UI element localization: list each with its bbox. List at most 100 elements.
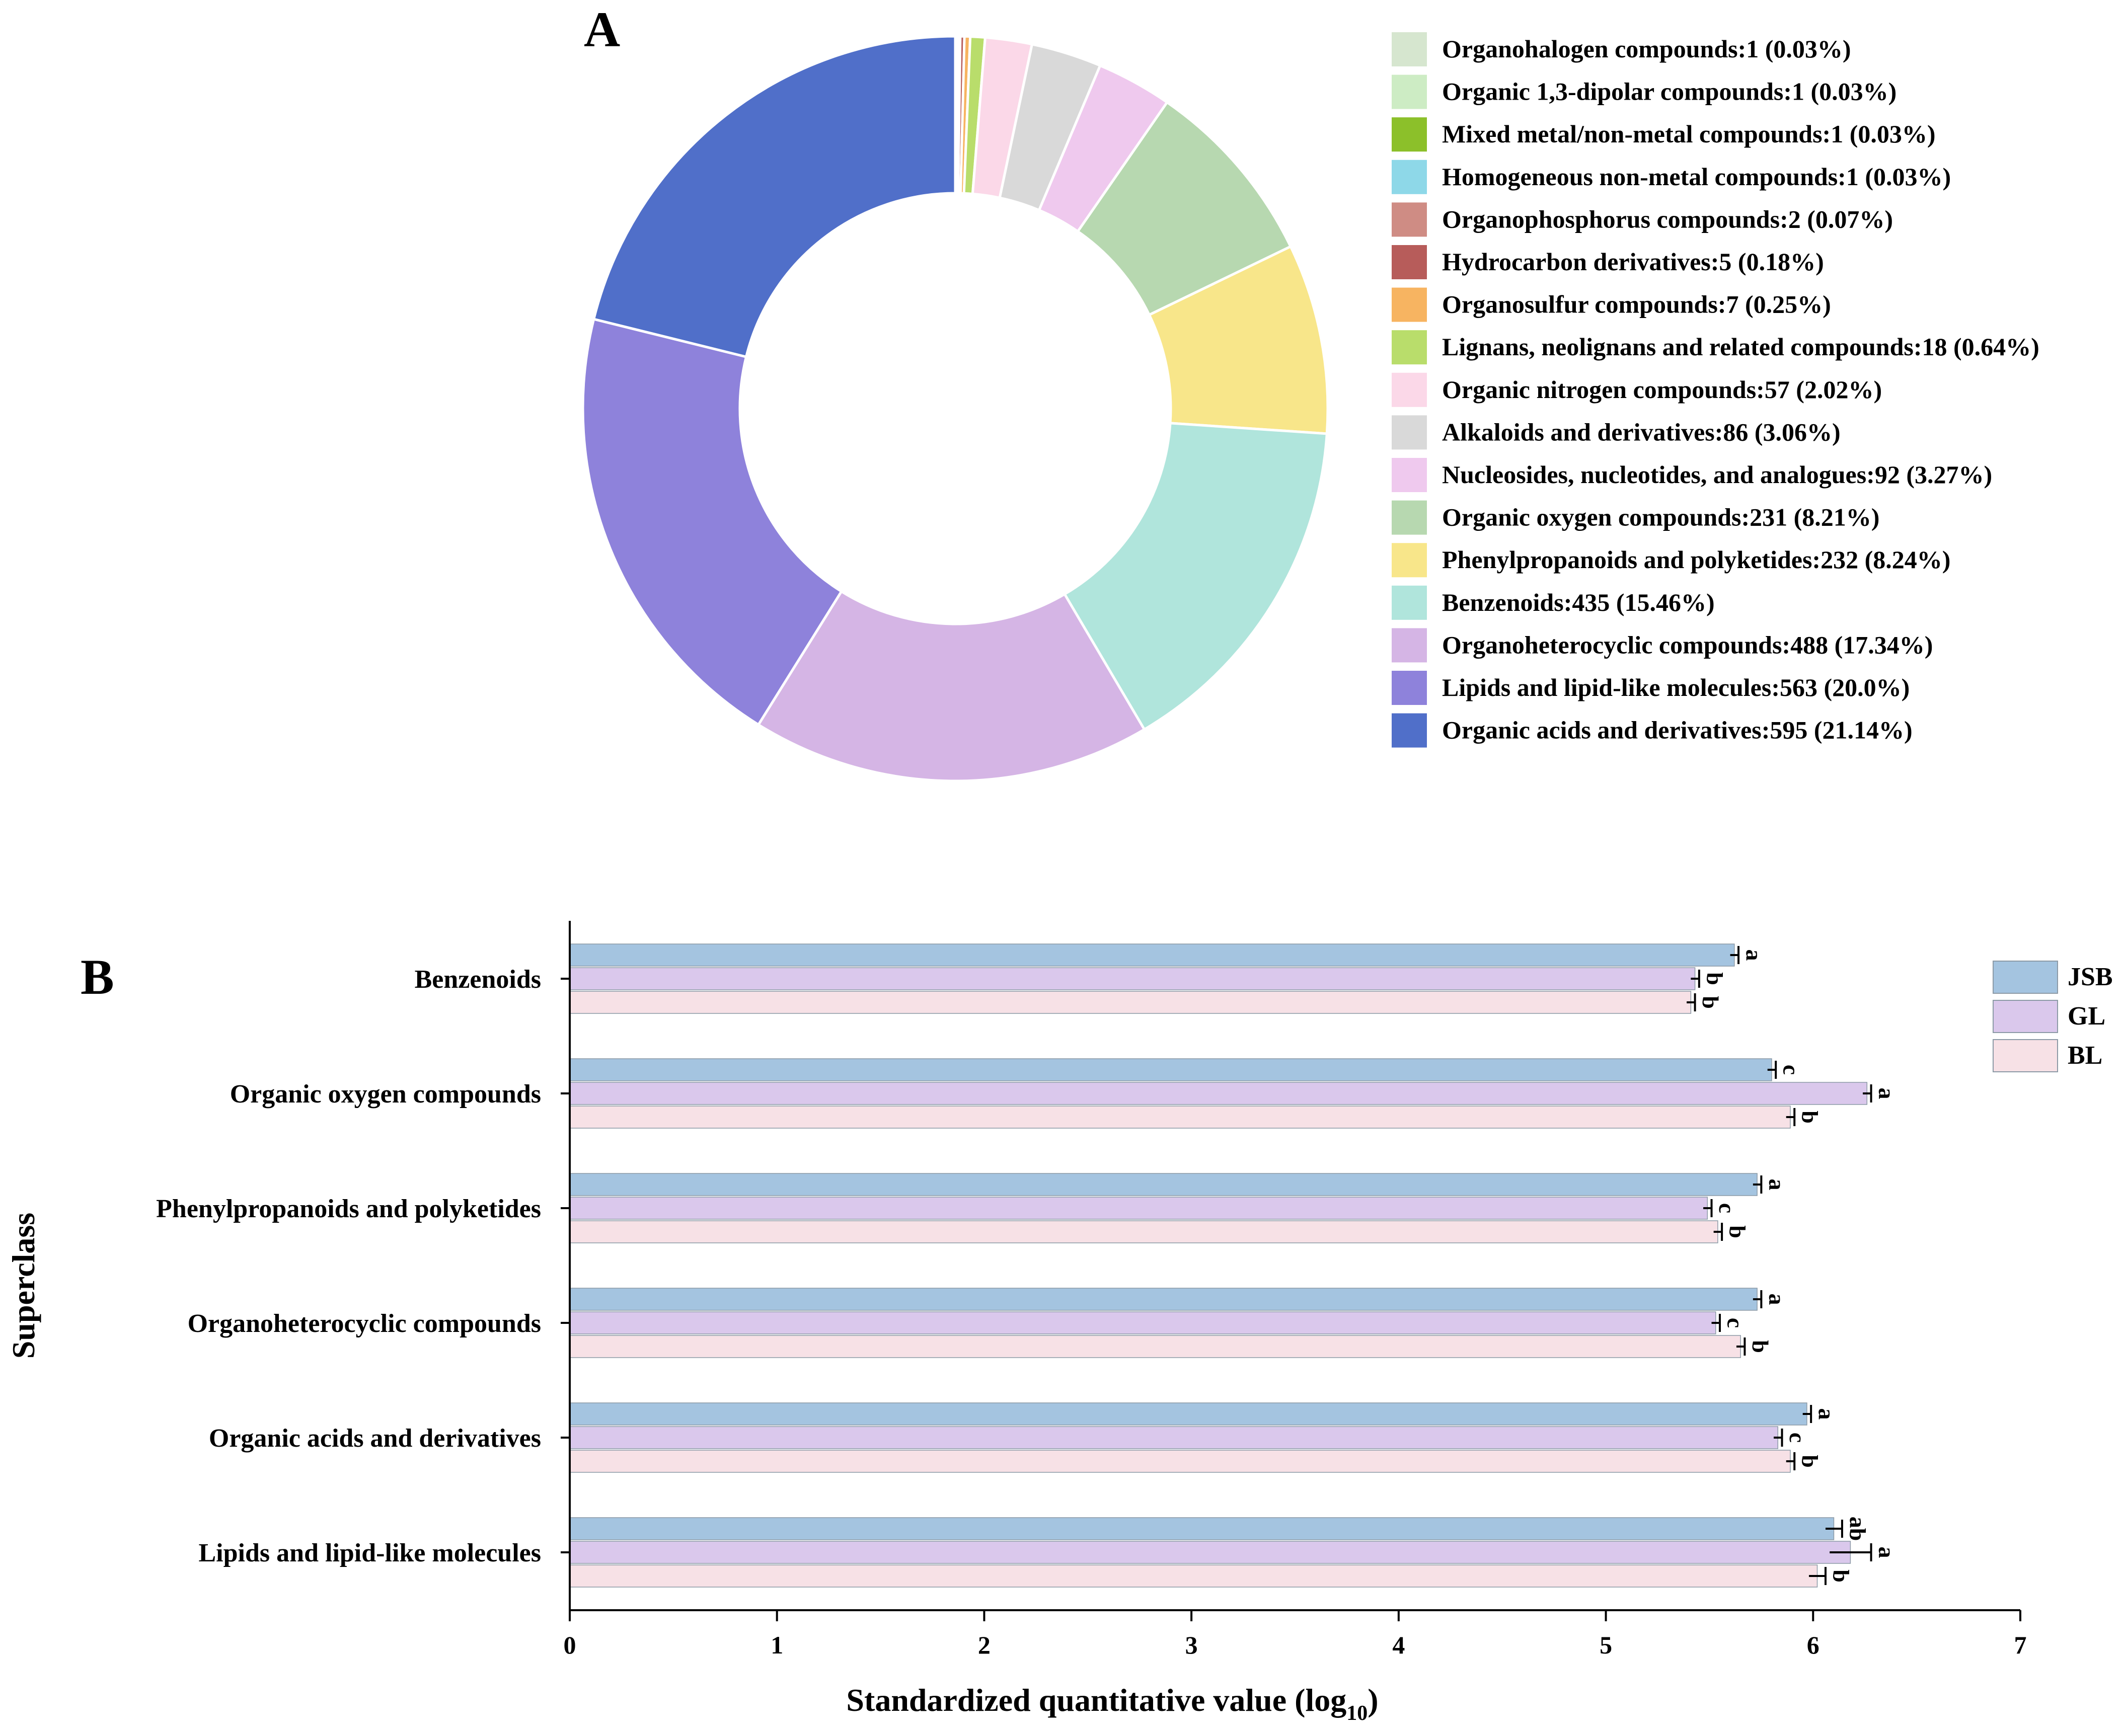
bar-BL-4 <box>569 1450 1791 1473</box>
legend-swatch-GL <box>1993 1000 2058 1033</box>
legend-label-0: Organohalogen compounds:1 (0.03%) <box>1442 35 1851 63</box>
legend-swatch-3 <box>1392 160 1427 194</box>
bar-BL-1 <box>569 1106 1791 1129</box>
legend-label-9: Alkaloids and derivatives:86 (3.06%) <box>1442 418 1841 446</box>
legend-swatch-2 <box>1392 117 1427 152</box>
legend-swatch-4 <box>1392 202 1427 237</box>
donut-chart <box>581 35 1329 782</box>
legend-label-2: Mixed metal/non-metal compounds:1 (0.03%… <box>1442 120 1936 148</box>
bar-BL-3 <box>569 1335 1741 1358</box>
x-tick-label-2: 2 <box>978 1631 991 1659</box>
category-label-3: Organoheterocyclic compounds <box>188 1309 541 1338</box>
bar-JSB-2 <box>569 1173 1758 1196</box>
legend-label-12: Phenylpropanoids and polyketides:232 (8.… <box>1442 545 1950 574</box>
panel-a-label: A <box>584 2 620 57</box>
x-axis-title-close: ) <box>1368 1682 1378 1718</box>
panel-b-label: B <box>81 949 114 1005</box>
donut-legend: Organohalogen compounds:1 (0.03%) Organic… <box>1392 32 2039 748</box>
sig-letter-JSB-3: a <box>1764 1294 1790 1305</box>
legend-swatch-7 <box>1392 330 1427 365</box>
legend-swatch-13 <box>1392 585 1427 620</box>
legend-swatch-10 <box>1392 458 1427 492</box>
legend-swatch-12 <box>1392 543 1427 578</box>
x-tick-label-6: 6 <box>1807 1631 1819 1659</box>
legend-label-16: Organic acids and derivatives:595 (21.14… <box>1442 716 1913 744</box>
legend-swatch-BL <box>1993 1039 2058 1072</box>
category-label-5: Lipids and lipid-like molecules <box>199 1539 542 1567</box>
sig-letter-BL-5: b <box>1828 1569 1854 1583</box>
legend-label-1: Organic 1,3-dipolar compounds:1 (0.03%) <box>1442 77 1897 106</box>
x-tick-label-1: 1 <box>771 1631 783 1659</box>
bar-GL-2 <box>569 1197 1708 1220</box>
legend-swatch-14 <box>1392 628 1427 663</box>
donut-slice-16 <box>592 35 957 359</box>
bar-JSB-0 <box>569 943 1735 967</box>
sig-letter-JSB-4: a <box>1814 1408 1840 1420</box>
sig-letter-BL-4: b <box>1797 1455 1823 1468</box>
x-tick-label-3: 3 <box>1185 1631 1198 1659</box>
legend-label-4: Organophosphorus compounds:2 (0.07%) <box>1442 205 1893 233</box>
bar-BL-2 <box>569 1220 1718 1243</box>
legend-swatch-15 <box>1392 671 1427 705</box>
x-tick-label-7: 7 <box>2014 1631 2027 1659</box>
legend-label-10: Nucleosides, nucleotides, and analogues:… <box>1442 460 1992 489</box>
sig-letter-BL-3: b <box>1748 1340 1773 1353</box>
sig-letter-JSB-0: a <box>1741 950 1767 961</box>
bar-GL-4 <box>569 1426 1779 1449</box>
bar-JSB-4 <box>569 1402 1807 1426</box>
sig-letter-BL-2: b <box>1725 1225 1751 1238</box>
donut-slice-15 <box>581 318 844 727</box>
legend-swatch-16 <box>1392 713 1427 748</box>
legend-swatch-11 <box>1392 500 1427 535</box>
legend-label-BL: BL <box>2068 1041 2102 1070</box>
sig-letter-GL-1: a <box>1874 1088 1900 1099</box>
legend-label-6: Organosulfur compounds:7 (0.25%) <box>1442 290 1831 319</box>
donut-slice-13 <box>1063 422 1328 732</box>
category-label-0: Benzenoids <box>415 965 541 994</box>
bar-BL-5 <box>569 1564 1818 1588</box>
sig-letter-GL-5: a <box>1874 1547 1900 1558</box>
sig-letter-GL-2: c <box>1714 1203 1740 1213</box>
x-axis-title-subscript: 10 <box>1346 1702 1368 1725</box>
bar-GL-1 <box>569 1082 1868 1105</box>
legend-label-5: Hydrocarbon derivatives:5 (0.18%) <box>1442 248 1824 276</box>
sig-letter-GL-3: c <box>1722 1318 1748 1328</box>
legend-label-GL: GL <box>2068 1002 2105 1031</box>
bar-JSB-5 <box>569 1517 1835 1540</box>
legend-label-7: Lignans, neolignans and related compound… <box>1442 333 2039 361</box>
sig-letter-JSB-1: c <box>1779 1065 1804 1075</box>
sig-letter-BL-0: b <box>1698 996 1723 1009</box>
x-axis-title: Standardized quantitative value (log10) <box>846 1682 1378 1725</box>
sig-letter-GL-0: b <box>1702 972 1727 985</box>
x-tick-label-4: 4 <box>1392 1631 1405 1659</box>
legend-swatch-6 <box>1392 287 1427 322</box>
x-axis-title-main: Standardized quantitative value (log <box>846 1682 1346 1718</box>
legend-label-8: Organic nitrogen compounds:57 (2.02%) <box>1442 375 1882 404</box>
sig-letter-JSB-5: ab <box>1845 1517 1870 1541</box>
bar-JSB-3 <box>569 1288 1758 1311</box>
legend-label-11: Organic oxygen compounds:231 (8.21%) <box>1442 503 1879 531</box>
category-label-2: Phenylpropanoids and polyketides <box>156 1195 541 1223</box>
legend-label-13: Benzenoids:435 (15.46%) <box>1442 588 1715 616</box>
category-label-1: Organic oxygen compounds <box>230 1080 541 1109</box>
legend-swatch-5 <box>1392 245 1427 279</box>
legend-label-3: Homogeneous non-metal compounds:1 (0.03%… <box>1442 163 1951 191</box>
legend-label-15: Lipids and lipid-like molecules:563 (20.… <box>1442 673 1910 701</box>
x-tick-label-5: 5 <box>1600 1631 1612 1659</box>
panel-a: A Organohalogen compounds:1 (0.03%)Organ… <box>581 2 2039 782</box>
category-label-4: Organic acids and derivatives <box>209 1424 541 1453</box>
legend-swatch-0 <box>1392 32 1427 66</box>
legend-swatch-JSB <box>1993 961 2058 994</box>
bar-GL-5 <box>569 1541 1851 1564</box>
legend-swatch-9 <box>1392 415 1427 450</box>
y-axis-title: Superclass <box>6 1213 41 1359</box>
donut-slice-14 <box>756 589 1147 782</box>
legend-label-JSB: JSB <box>2068 963 2113 991</box>
legend-swatch-1 <box>1392 74 1427 109</box>
bar-GL-0 <box>569 967 1696 990</box>
bar-JSB-1 <box>569 1058 1772 1081</box>
x-tick-label-0: 0 <box>564 1631 576 1659</box>
